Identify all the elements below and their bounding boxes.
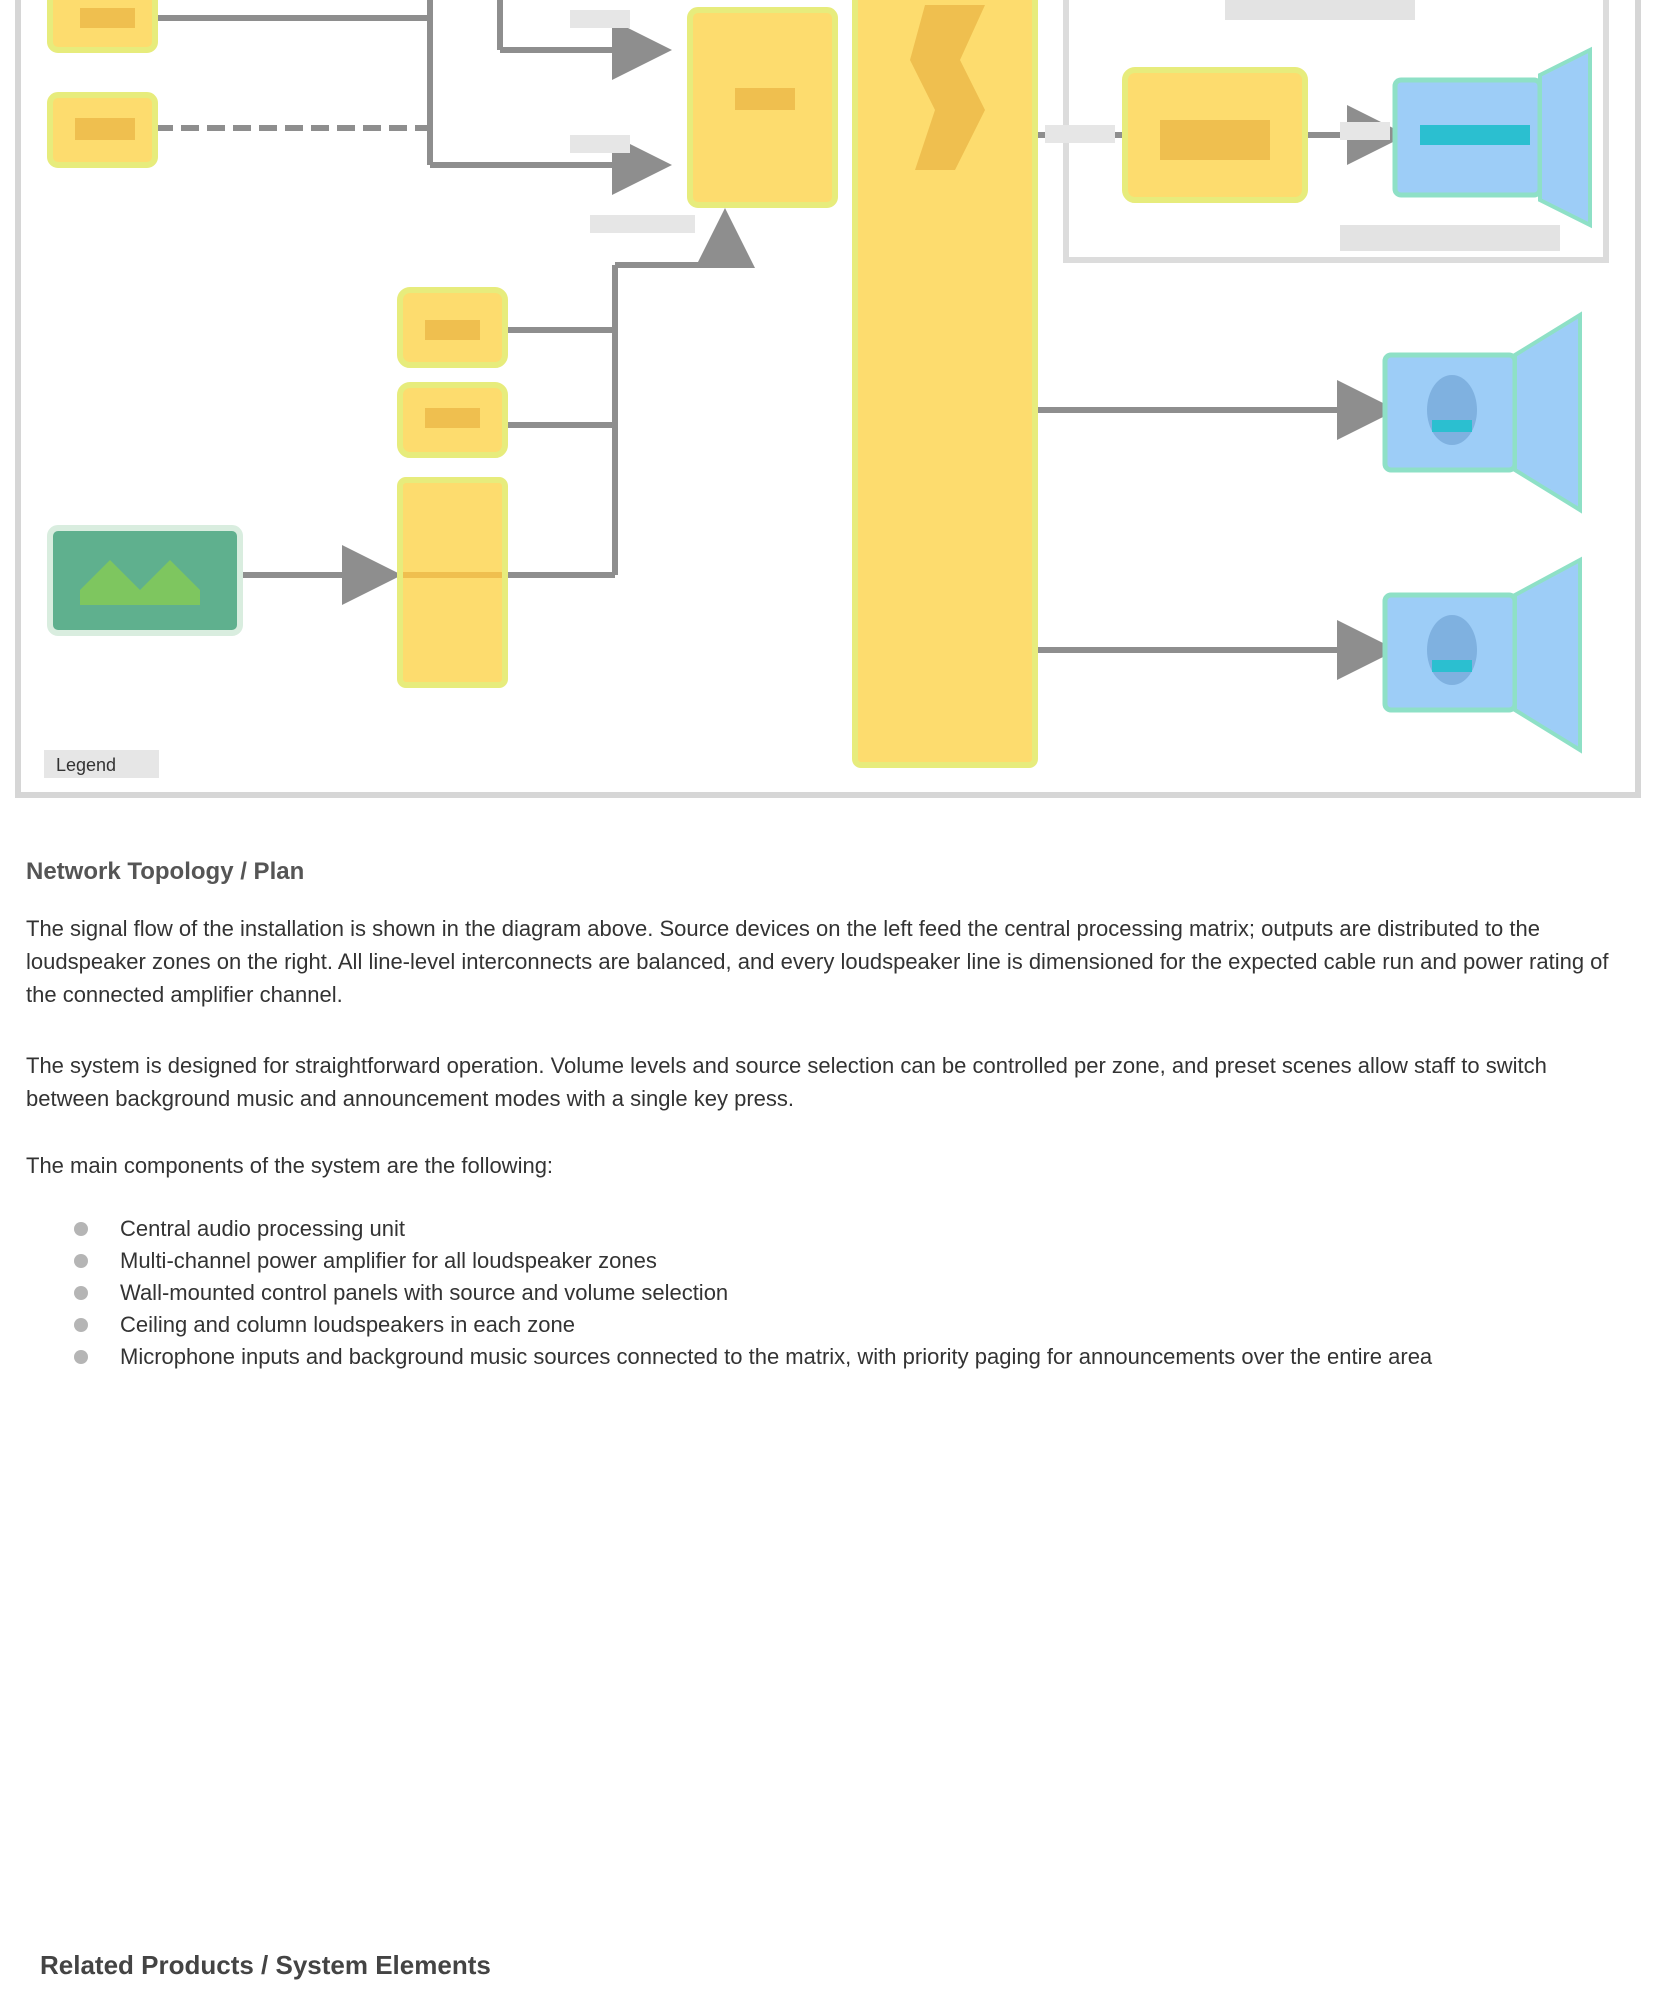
list-item: Microphone inputs and background music s… xyxy=(74,1341,1626,1373)
amplifier-display xyxy=(1160,120,1270,160)
bullet-icon xyxy=(74,1222,88,1236)
list-item: Central audio processing unit xyxy=(74,1213,1626,1245)
zone-label-bottom xyxy=(1340,225,1560,251)
wire-label xyxy=(1340,122,1390,140)
speaker-bottom[interactable] xyxy=(1382,556,1582,754)
matrix-icon xyxy=(910,5,985,170)
source-device-icon xyxy=(80,560,200,605)
source-player[interactable] xyxy=(47,525,243,636)
wall-panel-2-display xyxy=(425,408,480,428)
section-title: Network Topology / Plan xyxy=(26,858,305,885)
wall-panel-1-display xyxy=(425,320,480,340)
components-list: Central audio processing unit Multi-chan… xyxy=(26,1213,1626,1373)
wire-label xyxy=(570,10,630,28)
content-area: Network Topology / Plan The signal flow … xyxy=(26,830,1626,1373)
related-products-heading: Related Products / System Elements xyxy=(40,1950,491,1980)
paragraph-1: The signal flow of the installation is s… xyxy=(26,916,1609,1007)
wall-panel-3[interactable] xyxy=(397,477,508,688)
matrix-column[interactable] xyxy=(852,0,1038,768)
speaker-icon xyxy=(1432,420,1472,432)
list-item-text: Multi-channel power amplifier for all lo… xyxy=(120,1248,657,1273)
list-item-text: Wall-mounted control panels with source … xyxy=(120,1280,729,1305)
list-item-text: Ceiling and column loudspeakers in each … xyxy=(120,1312,575,1337)
zone-label-top xyxy=(1225,0,1415,20)
list-item-text: Microphone inputs and background music s… xyxy=(120,1344,1433,1369)
bullet-icon xyxy=(74,1254,88,1268)
speaker-icon xyxy=(1427,375,1477,445)
list-item: Ceiling and column loudspeakers in each … xyxy=(74,1309,1626,1341)
processor-display xyxy=(735,88,795,110)
speaker-icon xyxy=(1427,615,1477,685)
bullet-icon xyxy=(74,1350,88,1364)
speaker-icon xyxy=(1420,125,1530,145)
speaker-top[interactable] xyxy=(1392,46,1592,229)
bullet-icon xyxy=(74,1318,88,1332)
source-device-inner-top xyxy=(80,8,135,28)
components-subhead: The main components of the system are th… xyxy=(26,1153,554,1178)
list-item-text: Central audio processing unit xyxy=(120,1216,405,1241)
speaker-icon xyxy=(1432,660,1472,672)
legend-tag xyxy=(44,750,159,778)
wire-label xyxy=(1045,125,1115,143)
list-item: Wall-mounted control panels with source … xyxy=(74,1277,1626,1309)
legend-caption: Legend xyxy=(56,755,116,775)
bullet-icon xyxy=(74,1286,88,1300)
wire-label xyxy=(590,215,695,233)
source-device-inner-second xyxy=(75,118,135,140)
paragraph-2: The system is designed for straightforwa… xyxy=(26,1053,1547,1111)
wire-label xyxy=(570,135,630,153)
speaker-middle[interactable] xyxy=(1382,311,1582,514)
list-item: Multi-channel power amplifier for all lo… xyxy=(74,1245,1626,1277)
system-diagram: Legend xyxy=(0,0,1660,810)
